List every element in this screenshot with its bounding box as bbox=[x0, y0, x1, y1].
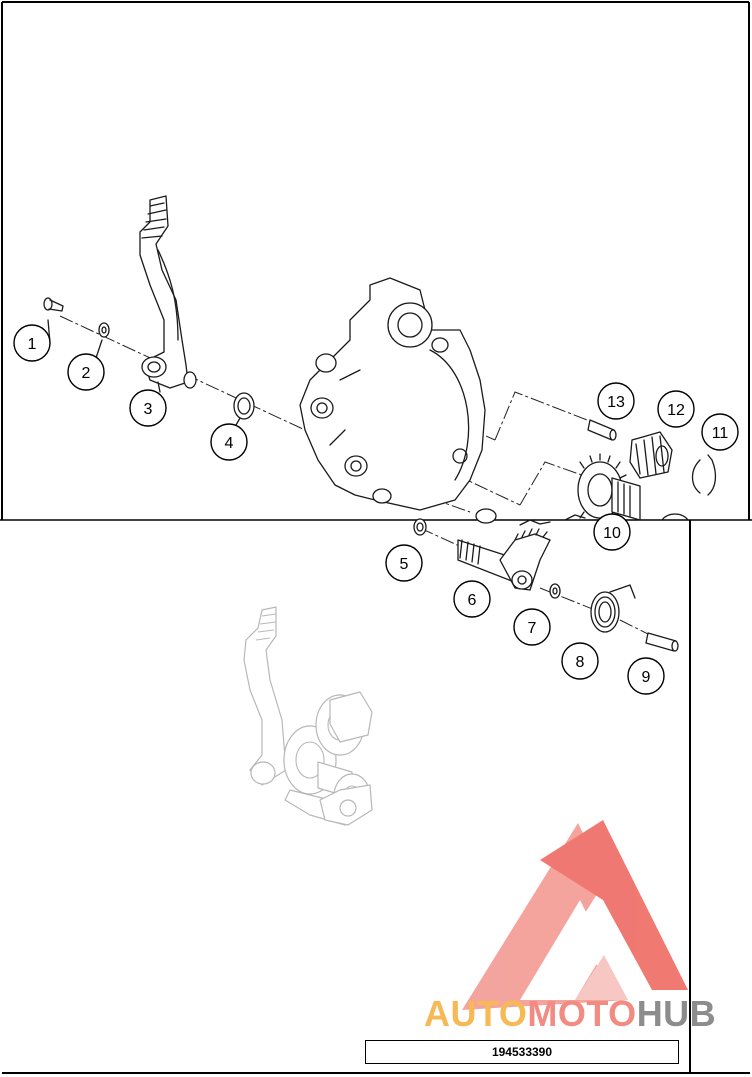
callouts: 1 2 3 4 5 6 7 8 bbox=[13, 324, 739, 695]
part-washer-ring bbox=[413, 518, 427, 536]
part-kickstarter-shaft bbox=[457, 528, 551, 591]
part-kickstarter-gear bbox=[629, 431, 673, 479]
part-pin bbox=[645, 632, 679, 652]
callout-13: 13 bbox=[597, 382, 635, 420]
svg-text:12: 12 bbox=[667, 402, 685, 419]
callout-9: 9 bbox=[627, 657, 665, 695]
wordmark-moto: MOTO bbox=[527, 993, 637, 1034]
callout-6: 6 bbox=[453, 580, 491, 618]
automotohub-logo bbox=[462, 820, 688, 1010]
callout-11: 11 bbox=[701, 413, 739, 451]
automotohub-wordmark: AUTOMOTOHUB bbox=[424, 994, 716, 1034]
svg-text:8: 8 bbox=[576, 654, 585, 671]
svg-text:13: 13 bbox=[607, 394, 625, 411]
wordmark-auto: AUTO bbox=[424, 993, 528, 1034]
callout-7: 7 bbox=[513, 608, 551, 646]
part-kickstarter-lever bbox=[139, 195, 197, 389]
callout-4: 4 bbox=[210, 423, 248, 461]
svg-text:10: 10 bbox=[603, 525, 621, 542]
callout-1: 1 bbox=[13, 324, 51, 362]
callout-5: 5 bbox=[385, 544, 423, 582]
part-bushing bbox=[587, 419, 617, 441]
part-washer-small bbox=[98, 322, 110, 338]
svg-text:4: 4 bbox=[225, 435, 234, 452]
svg-text:3: 3 bbox=[144, 401, 153, 418]
part-bolt bbox=[43, 297, 64, 312]
reference-number-text: 194533390 bbox=[491, 1045, 553, 1059]
callout-10: 10 bbox=[593, 513, 631, 551]
callout-12: 12 bbox=[657, 390, 695, 428]
svg-text:1: 1 bbox=[28, 336, 37, 353]
part-engine-cover bbox=[299, 277, 497, 524]
callout-2: 2 bbox=[67, 353, 105, 391]
part-torsion-spring bbox=[590, 584, 636, 633]
part-clipped-callout bbox=[661, 513, 689, 521]
svg-text:9: 9 bbox=[642, 669, 651, 686]
svg-text:6: 6 bbox=[468, 592, 477, 609]
diagram-reference-number: 194533390 bbox=[365, 1040, 679, 1064]
svg-text:2: 2 bbox=[82, 365, 91, 382]
svg-text:11: 11 bbox=[712, 425, 729, 442]
callout-3: 3 bbox=[129, 389, 167, 427]
part-intermediate-gear bbox=[519, 453, 641, 526]
part-circlip bbox=[691, 454, 717, 496]
svg-text:7: 7 bbox=[528, 620, 537, 637]
callout-8: 8 bbox=[561, 642, 599, 680]
part-washer-shaft bbox=[549, 583, 561, 599]
assembled-view-ghost bbox=[243, 606, 373, 826]
wordmark-hub: HUB bbox=[636, 993, 717, 1034]
svg-text:5: 5 bbox=[400, 556, 409, 573]
part-oil-seal bbox=[233, 392, 255, 420]
